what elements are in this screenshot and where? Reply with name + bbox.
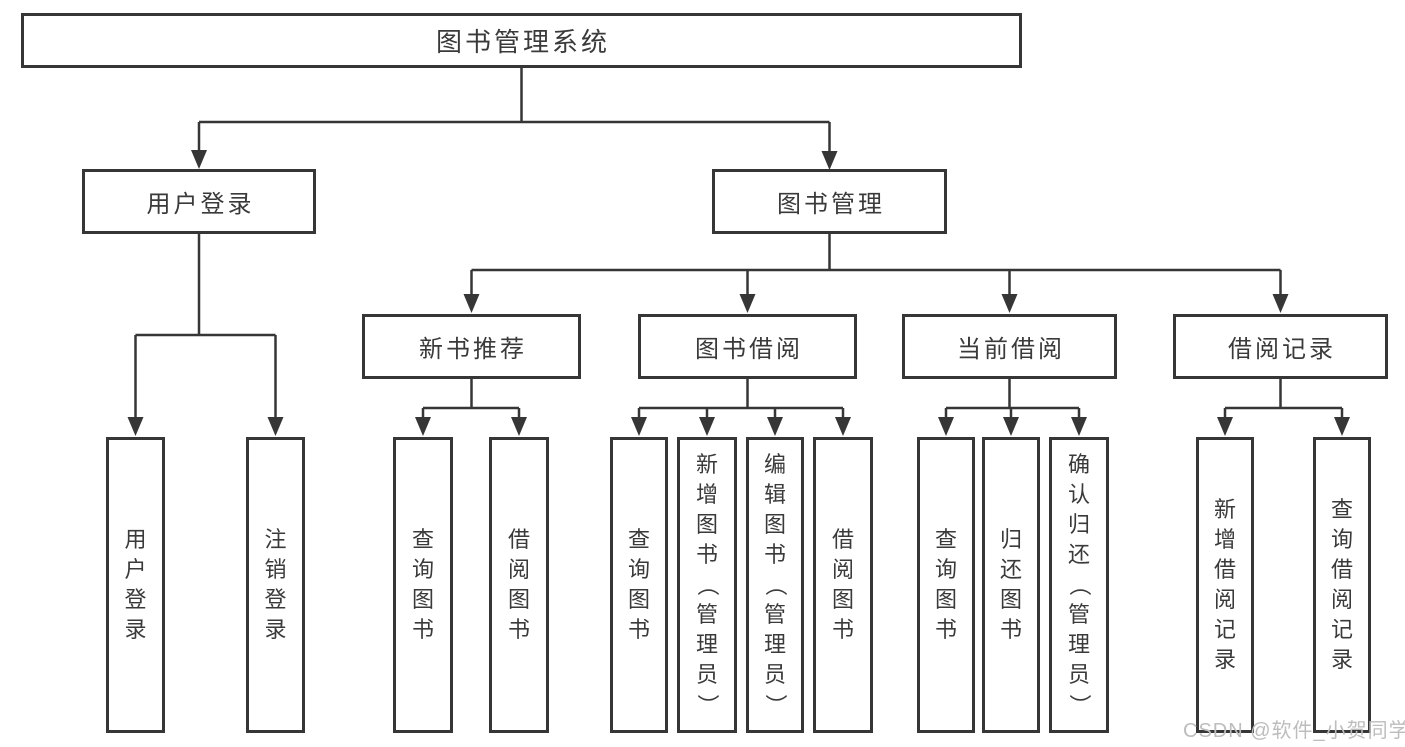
node-label: 注销登录 [264,527,287,642]
arrow-down-icon [463,294,480,313]
node-book-borrow: 图书借阅 [638,314,857,379]
node-new-book-recommend: 新书推荐 [362,314,581,379]
node-label: 当前借阅 [957,336,1065,363]
node-label: 借阅图书 [831,527,854,642]
arrow-down-icon [1272,294,1289,313]
arrow-down-icon [191,150,207,169]
node-current-borrow: 当前借阅 [902,314,1117,379]
arrow-down-icon [127,417,144,436]
arrow-down-icon [415,417,431,436]
node-borrow-books-borrow: 借阅图书 [813,437,873,733]
node-label: 图书管理 [777,191,885,218]
arrow-down-icon [631,417,647,436]
arrow-down-icon [938,417,954,436]
node-user-login: 用户登录 [82,169,316,234]
node-label: 借阅图书 [507,527,530,642]
node-label: 用户登录 [124,527,147,642]
node-edit-book-admin: 编辑图书（管理员） [746,437,804,733]
node-query-books-current: 查询图书 [917,437,975,733]
node-query-borrow-record: 查询借阅记录 [1313,437,1371,733]
node-label: 新书推荐 [419,336,527,363]
arrow-down-icon [739,294,756,313]
node-add-borrow-record: 新增借阅记录 [1196,437,1254,733]
arrow-down-icon [699,417,715,436]
node-query-books-borrow: 查询图书 [610,437,668,733]
node-label: 查询图书 [627,527,650,642]
arrow-down-icon [1217,417,1233,436]
node-label: 确认归还（管理员） [1067,452,1092,716]
node-add-book-admin: 新增图书（管理员） [677,437,737,733]
arrow-down-icon [267,417,284,436]
node-label: 编辑图书（管理员） [763,452,788,716]
node-label: 新增借阅记录 [1213,497,1236,672]
arrowheads [127,150,1350,436]
arrow-down-icon [821,151,838,170]
node-borrow-books-recommend: 借阅图书 [489,437,549,733]
arrow-down-icon [835,417,851,436]
node-label: 用户登录 [146,191,255,218]
node-label: 查询图书 [934,527,957,642]
node-label: 查询图书 [411,527,434,642]
node-return-books: 归还图书 [982,437,1040,733]
csdn-watermark: CSDN @软件_小贺同学 [1183,720,1405,742]
node-label: 新增图书（管理员） [695,452,720,716]
node-logout: 注销登录 [246,437,305,733]
node-label: 归还图书 [999,527,1022,642]
connector-paths [127,68,1350,436]
arrow-down-icon [511,417,527,436]
arrow-down-icon [767,417,783,436]
node-query-books-recommend: 查询图书 [393,437,453,733]
node-label: 图书借阅 [695,336,803,363]
node-confirm-return-admin: 确认归还（管理员） [1049,437,1109,733]
arrow-down-icon [1001,294,1018,313]
arrow-down-icon [1334,417,1350,436]
node-borrow-records: 借阅记录 [1173,314,1388,379]
node-library-system: 图书管理系统 [21,13,1022,68]
node-label: 图书管理系统 [435,27,610,57]
arrow-down-icon [1071,417,1087,436]
arrow-down-icon [1003,417,1019,436]
node-login: 用户登录 [106,437,165,733]
node-label: 查询借阅记录 [1330,497,1353,672]
node-book-management: 图书管理 [712,169,947,234]
node-label: 借阅记录 [1228,336,1336,363]
